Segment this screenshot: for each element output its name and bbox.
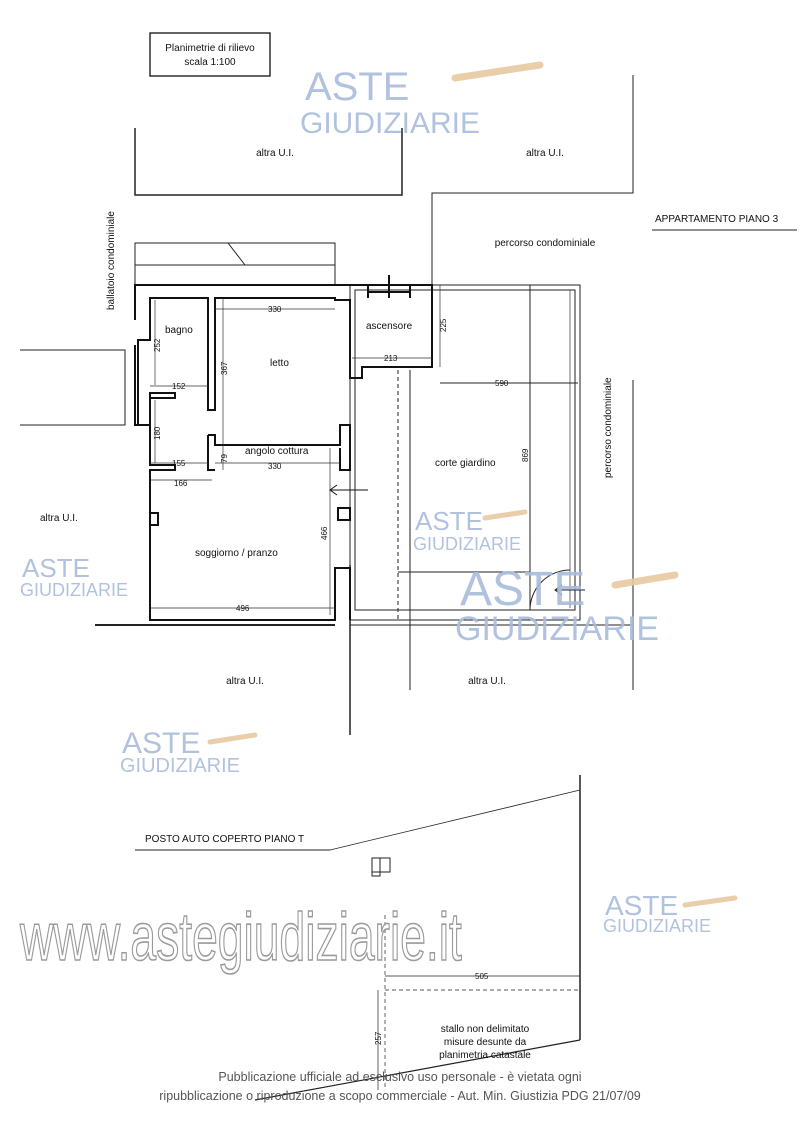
dim-label: 330 [268, 305, 282, 314]
footer-line-1: Pubblicazione ufficiale ad esclusivo uso… [218, 1070, 582, 1084]
watermark-text: GIUDIZIARIE [300, 107, 480, 140]
room-ascensore: ascensore [366, 321, 413, 332]
entry-arrow [329, 484, 368, 496]
dim-label: 155 [172, 459, 186, 468]
section-apartment: APPARTAMENTO PIANO 3 [655, 214, 779, 225]
dim-label: 367 [220, 361, 229, 375]
dim-label: 152 [172, 382, 186, 391]
room-corte: corte giardino [435, 458, 496, 469]
label-percorso-vertical: percorso condominiale [603, 377, 614, 478]
parking-plan: POSTO AUTO COPERTO PIANO T 505 257 stall… [135, 775, 581, 1101]
watermark-text: ASTE [305, 65, 409, 109]
watermark-logo: ASTE GIUDIZIARIE [413, 506, 528, 554]
gavel-icon [451, 61, 544, 82]
stallo-note-3: planimetria catastale [439, 1050, 531, 1061]
watermark-url: www.astegiudiziarie.it [19, 899, 462, 975]
dim-label: 79 [220, 454, 229, 463]
labels: altra U.I. altra U.I. APPARTAMENTO PIANO… [40, 148, 779, 687]
room-soggiorno: soggiorno / pranzo [195, 548, 278, 559]
dimension-lines [150, 285, 571, 615]
gavel-icon [682, 895, 738, 908]
room-letto: letto [270, 358, 289, 369]
watermark-text: GIUDIZIARIE [455, 610, 659, 648]
footer-line-2: ripubblicazione o riproduzione a scopo c… [159, 1089, 641, 1103]
dim-label: 590 [495, 379, 509, 388]
watermark-text: GIUDIZIARIE [413, 534, 521, 554]
dim-label: 330 [268, 462, 282, 471]
watermark-text: ASTE [415, 506, 483, 536]
dim-label: 166 [174, 479, 188, 488]
label-altra-ui: altra U.I. [226, 676, 264, 687]
dim-label: 180 [153, 426, 162, 440]
room-angolo-cottura: angolo cottura [245, 446, 309, 457]
stallo-note-1: stallo non delimitato [441, 1024, 530, 1035]
label-altra-ui: altra U.I. [256, 148, 294, 159]
room-bagno: bagno [165, 325, 193, 336]
dim-label: 252 [153, 338, 162, 352]
section-parking: POSTO AUTO COPERTO PIANO T [145, 834, 304, 845]
stallo-note-2: misure desunte da [444, 1037, 527, 1048]
watermark-logo: ASTE GIUDIZIARIE [300, 61, 544, 140]
label-percorso: percorso condominiale [495, 238, 596, 249]
gavel-icon [482, 509, 528, 521]
dim-label: 466 [320, 526, 329, 540]
watermark-text: ASTE [122, 727, 200, 760]
dim-label: 869 [521, 448, 530, 462]
dim-label: 257 [374, 1031, 383, 1045]
watermark-text: GIUDIZIARIE [603, 916, 711, 936]
apartment-walls [134, 275, 433, 621]
title-box [149, 32, 271, 77]
label-ballatoio: ballatoio condominiale [106, 211, 117, 310]
gavel-icon [611, 571, 679, 589]
dim-label: 496 [236, 604, 250, 613]
watermark-logo: ASTE GIUDIZIARIE [455, 563, 679, 648]
label-altra-ui: altra U.I. [526, 148, 564, 159]
watermark-text: GIUDIZIARIE [120, 755, 240, 777]
gavel-icon [207, 732, 258, 745]
title-scale: scala 1:100 [184, 57, 236, 68]
dim-label: 505 [475, 972, 489, 981]
label-altra-ui: altra U.I. [40, 513, 78, 524]
watermark-logo: ASTE GIUDIZIARIE [603, 890, 738, 936]
dim-label: 225 [439, 318, 448, 332]
plan-lines [20, 75, 797, 735]
watermark-text: ASTE [605, 890, 678, 921]
watermark-text: GIUDIZIARIE [20, 580, 128, 600]
watermark-logo: ASTE GIUDIZIARIE [20, 553, 128, 600]
label-altra-ui: altra U.I. [468, 676, 506, 687]
dim-label: 213 [384, 354, 398, 363]
watermark-text: ASTE [22, 553, 90, 583]
title-line1: Planimetrie di rilievo [165, 43, 255, 54]
watermark-text: ASTE [460, 563, 585, 616]
watermark-logo: ASTE GIUDIZIARIE [120, 727, 258, 777]
